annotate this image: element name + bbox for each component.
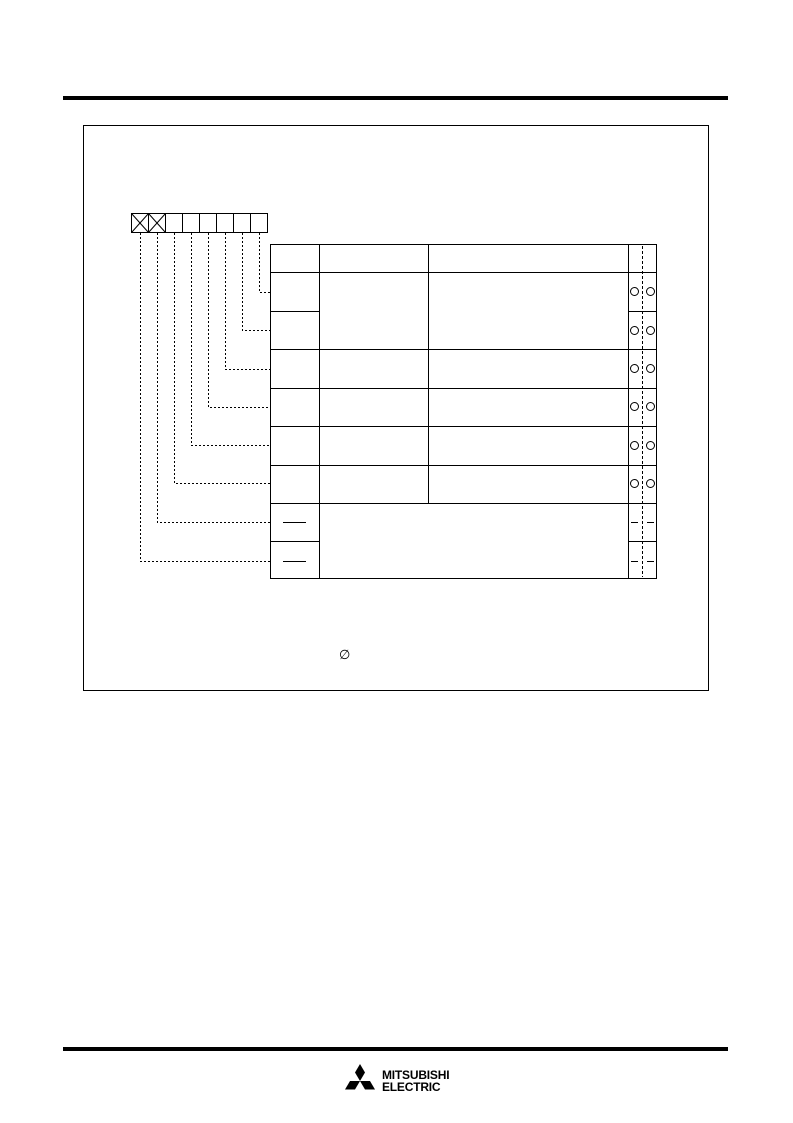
phi-symbol: ∅ <box>339 648 351 663</box>
footer-rule <box>63 1047 728 1051</box>
bit-table <box>270 244 657 579</box>
logo-line-2: ELECTRIC <box>382 1080 441 1094</box>
mitsubishi-logo: MITSUBISHI ELECTRIC <box>340 1063 460 1099</box>
rw-circles <box>630 287 655 488</box>
register-bit-boxes <box>131 213 268 233</box>
bit-leader-lines <box>140 233 270 562</box>
logo-wordmark: MITSUBISHI ELECTRIC <box>382 1068 450 1094</box>
rw-dashes <box>631 522 654 562</box>
three-diamonds-icon <box>345 1064 375 1090</box>
logo-line-1: MITSUBISHI <box>382 1068 450 1082</box>
figure-frame <box>83 125 709 691</box>
header-rule <box>63 96 728 100</box>
